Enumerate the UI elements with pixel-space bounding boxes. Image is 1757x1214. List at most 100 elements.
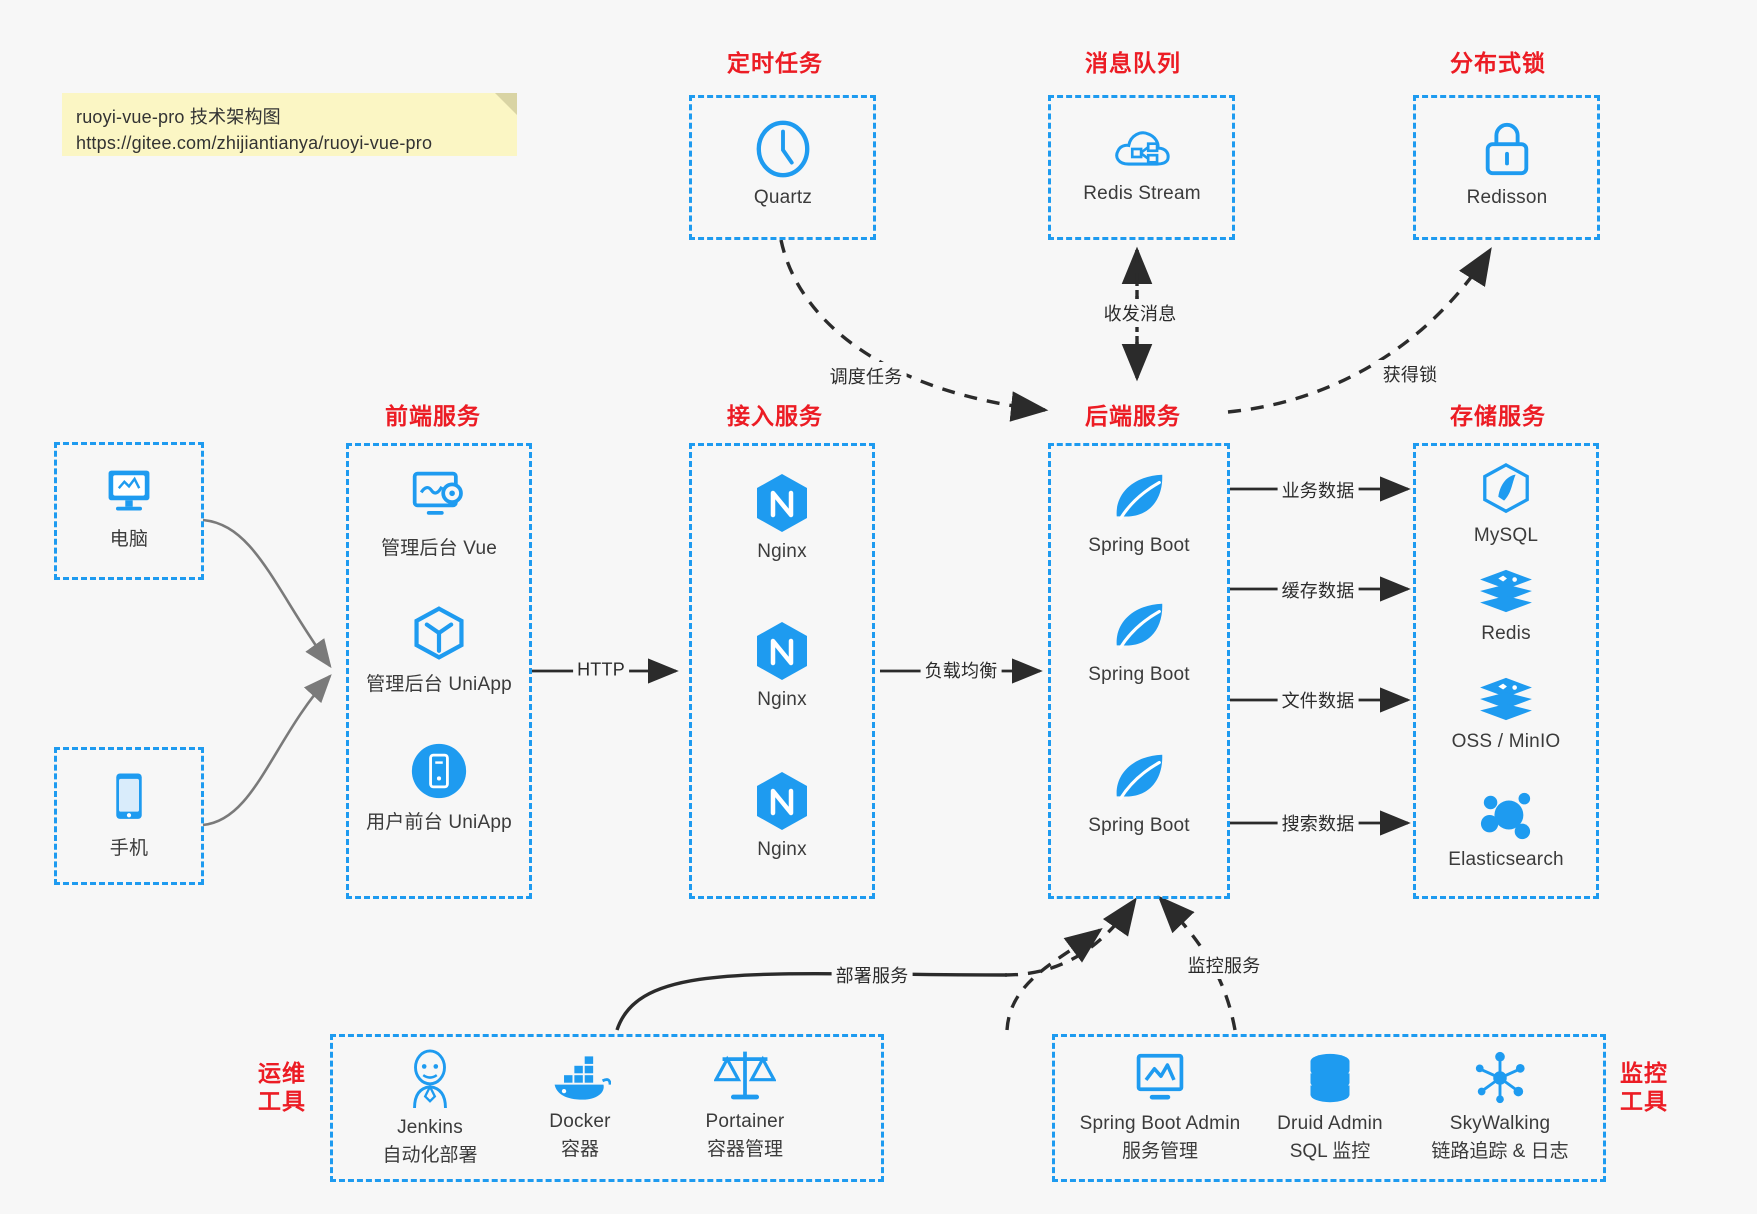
node-portainer[interactable]: Portainer 容器管理 [660, 1046, 830, 1161]
group-title-devops: 运维 工具 [258, 1059, 306, 1115]
node-spring-boot-1[interactable]: Spring Boot [1066, 468, 1212, 557]
node-user-uniapp[interactable]: 用户前台 UniApp [366, 742, 512, 834]
object-storage-icon [1477, 676, 1535, 724]
group-title-message-queue: 消息队列 [1085, 50, 1181, 76]
node-skywalking[interactable]: SkyWalking 链路追踪 & 日志 [1410, 1050, 1590, 1163]
node-spring-boot-2[interactable]: Spring Boot [1066, 597, 1212, 686]
group-box-distributed-lock [1413, 95, 1600, 240]
node-sublabel: 容器 [560, 1139, 599, 1160]
cloud-stream-icon [1111, 122, 1173, 176]
node-nginx-1[interactable]: Nginx [709, 472, 855, 563]
node-jenkins[interactable]: Jenkins 自动化部署 [350, 1048, 510, 1167]
node-spring-boot-3[interactable]: Spring Boot [1066, 748, 1212, 837]
network-nodes-icon [1472, 1050, 1528, 1106]
node-docker[interactable]: Docker 容器 [500, 1052, 660, 1161]
edge-label-load-balance: 负载均衡 [920, 656, 1002, 684]
monitor-chart-icon [1131, 1052, 1189, 1106]
mobile-phone-icon [109, 770, 149, 826]
node-label: OSS / MinIO [1451, 731, 1561, 752]
node-label: 管理后台 Vue [381, 538, 497, 559]
node-label: 电脑 [109, 529, 149, 550]
node-label: 用户前台 UniApp [366, 812, 512, 833]
node-admin-vue[interactable]: 管理后台 Vue [366, 468, 512, 560]
node-label: 管理后台 UniApp [366, 674, 512, 695]
edge-label-monitor-service: 监控服务 [1183, 951, 1265, 979]
node-oss-minio[interactable]: OSS / MinIO [1433, 676, 1579, 753]
group-title-backend: 后端服务 [1085, 403, 1181, 429]
node-label: Jenkins [397, 1117, 463, 1138]
edge-label-http: HTTP [573, 658, 629, 682]
node-label: Quartz [753, 187, 813, 208]
group-title-distributed-lock: 分布式锁 [1450, 50, 1546, 76]
node-label: Redisson [1466, 187, 1548, 208]
nginx-icon [753, 770, 811, 832]
redis-stack-icon [1477, 568, 1535, 616]
node-sublabel: SQL 监控 [1289, 1141, 1371, 1162]
node-sublabel: 服务管理 [1121, 1141, 1198, 1162]
node-sublabel: 链路追踪 & 日志 [1431, 1141, 1569, 1162]
node-admin-uniapp[interactable]: 管理后台 UniApp [366, 604, 512, 696]
node-mysql[interactable]: MySQL [1433, 462, 1579, 547]
docker-whale-icon [549, 1052, 612, 1104]
nginx-icon [753, 620, 811, 682]
group-box-monitor [1052, 1034, 1606, 1182]
group-box-message-queue [1048, 95, 1235, 240]
note-url: https://gitee.com/zhijiantianya/ruoyi-vu… [76, 133, 433, 154]
node-label: Portainer [705, 1111, 785, 1132]
node-elasticsearch[interactable]: Elasticsearch [1433, 788, 1579, 871]
edge-label-send-receive-message: 收发消息 [1099, 299, 1181, 327]
node-sublabel: 自动化部署 [382, 1145, 478, 1166]
node-label: SkyWalking [1449, 1113, 1551, 1134]
spring-boot-icon [1109, 748, 1169, 808]
node-label: MySQL [1473, 525, 1539, 546]
node-spring-boot-admin[interactable]: Spring Boot Admin 服务管理 [1060, 1052, 1260, 1163]
node-label: Nginx [757, 839, 807, 860]
node-redisson[interactable]: Redisson [1437, 118, 1577, 209]
devops-title-line1: 运维 [258, 1060, 306, 1086]
edge-label-deploy-service: 部署服务 [831, 961, 913, 989]
spring-boot-icon [1109, 597, 1169, 657]
node-redis[interactable]: Redis [1433, 568, 1579, 645]
group-box-devops [330, 1034, 884, 1182]
monitor-title-line2: 工具 [1620, 1088, 1668, 1115]
node-redis-stream[interactable]: Redis Stream [1072, 122, 1212, 205]
mobile-circle-icon [410, 742, 468, 800]
edge-label-search-data: 搜索数据 [1277, 809, 1359, 837]
cube-icon [410, 604, 468, 662]
mysql-dolphin-icon [1479, 462, 1533, 518]
group-box-storage [1413, 443, 1599, 899]
node-druid-admin[interactable]: Druid Admin SQL 监控 [1250, 1052, 1410, 1163]
jenkins-butler-icon [401, 1048, 459, 1110]
monitor-title-line1: 监控 [1620, 1060, 1668, 1086]
node-label: Nginx [757, 541, 807, 562]
node-computer[interactable]: 电脑 [74, 465, 184, 551]
group-box-mobile [54, 747, 204, 885]
note-fold-icon [495, 93, 517, 115]
group-title-gateway: 接入服务 [727, 403, 823, 429]
architecture-note: ruoyi-vue-pro 技术架构图 https://gitee.com/zh… [62, 93, 517, 156]
edge-label-schedule-task: 调度任务 [825, 362, 907, 390]
node-label: Redis Stream [1083, 183, 1201, 204]
node-sublabel: 容器管理 [706, 1139, 783, 1160]
edge-label-acquire-lock: 获得锁 [1378, 360, 1442, 388]
nginx-icon [753, 472, 811, 534]
group-box-frontend [346, 443, 532, 899]
edge-label-business-data: 业务数据 [1277, 476, 1359, 504]
note-title: ruoyi-vue-pro 技术架构图 [76, 107, 281, 127]
node-label: Elasticsearch [1448, 849, 1564, 870]
node-nginx-2[interactable]: Nginx [709, 620, 855, 711]
spring-boot-icon [1109, 468, 1169, 528]
group-title-monitor: 监控 工具 [1620, 1059, 1668, 1115]
node-label: Spring Boot Admin [1079, 1113, 1241, 1134]
group-box-scheduled-task [689, 95, 876, 240]
node-nginx-3[interactable]: Nginx [709, 770, 855, 861]
devops-title-line2: 工具 [258, 1088, 306, 1115]
group-title-scheduled-task: 定时任务 [727, 50, 823, 76]
node-label: Docker [549, 1111, 611, 1132]
dashboard-gear-icon [408, 468, 470, 526]
padlock-icon [1479, 118, 1535, 180]
node-mobile[interactable]: 手机 [74, 770, 184, 860]
node-label: 手机 [109, 838, 149, 859]
node-quartz[interactable]: Quartz [713, 118, 853, 209]
